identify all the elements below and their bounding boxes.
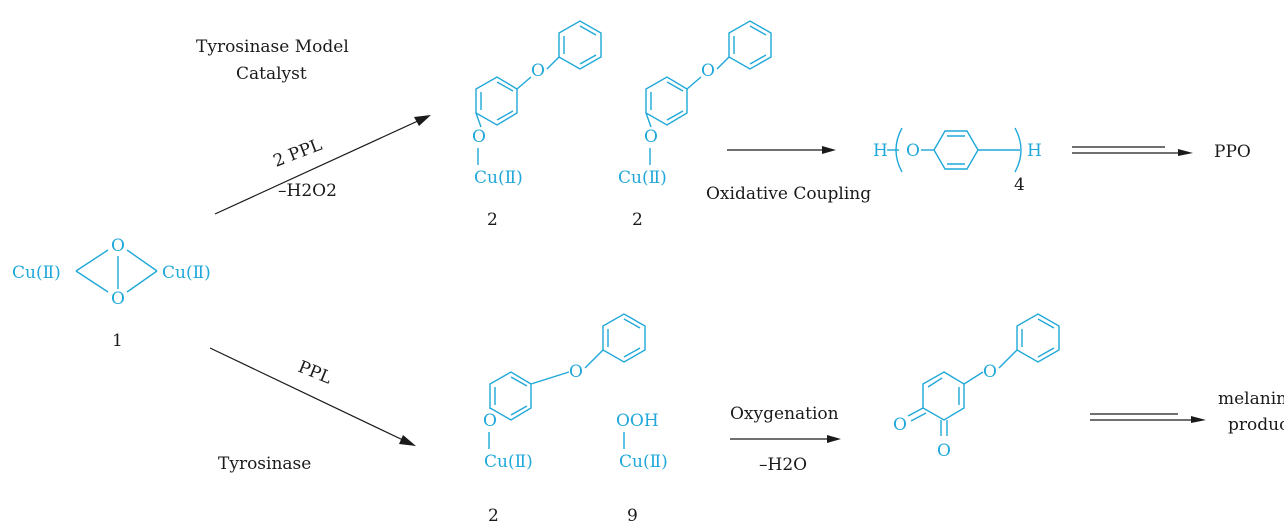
bond (910, 412, 927, 422)
compound-number-2-top-right: 2 (632, 210, 643, 230)
arrow-bottom-head (399, 435, 416, 446)
cu-label: Cu(Ⅱ) (619, 452, 668, 472)
ooh-label: OOH (616, 411, 659, 431)
oxygen-label-top: O (111, 236, 125, 256)
hydrogen-label-left: H (873, 141, 888, 161)
bond (666, 110, 684, 121)
oxygen-label-carbonyl-left: O (893, 415, 907, 435)
bond (579, 54, 597, 65)
arrow-ppo-head (1178, 149, 1193, 156)
melanin-label-line1: melanin-like (1218, 389, 1284, 409)
bond (927, 377, 943, 388)
bond (530, 371, 570, 385)
cu-label: Cu(Ⅱ) (618, 168, 667, 188)
polymer-structure: H O H (873, 127, 1042, 173)
oxidative-coupling-label: Oxidative Coupling (706, 184, 871, 204)
oxygen-label: O (701, 61, 715, 81)
arrow-coupling-head (822, 146, 836, 154)
bond (126, 270, 158, 293)
compound-1-structure: Cu(Ⅱ) Cu(Ⅱ) O O (12, 236, 211, 309)
quinone-ring (922, 371, 965, 421)
bond (749, 25, 767, 36)
arrow-top-head (414, 115, 431, 126)
bond (75, 270, 109, 293)
bond (907, 407, 924, 417)
loss-water-label: –H2O (759, 455, 807, 475)
bond (496, 110, 514, 121)
quinone-structure: O O O (893, 313, 1060, 461)
arrow-top-line (214, 119, 421, 215)
bond (475, 112, 482, 128)
bond (686, 76, 702, 90)
compound-2-top-right-structure: O O Cu(Ⅱ) (618, 20, 772, 188)
bond (666, 81, 684, 92)
compound-2-bottom-structure: O O Cu(Ⅱ) (483, 313, 646, 472)
ppo-label: PPO (1214, 142, 1251, 162)
phenyl-ring (1016, 313, 1060, 363)
bond (126, 249, 158, 272)
compound-9-structure: OOH Cu(Ⅱ) (616, 411, 668, 472)
bond (510, 376, 528, 387)
arrow-top-loss: –H2O2 (278, 181, 337, 201)
arrow-top-reagent: 2 PPL (271, 135, 325, 172)
arrow-melanin-head (1191, 416, 1206, 423)
bond (623, 347, 641, 358)
enzyme-label: Tyrosinase (218, 454, 311, 474)
cu-label: Cu(Ⅱ) (474, 168, 523, 188)
bond (584, 349, 604, 369)
bond (510, 405, 528, 416)
polymer-subscript: 4 (1014, 175, 1025, 195)
phenyl-ring (558, 20, 602, 70)
oxygen-label-bottom: O (111, 289, 125, 309)
bracket-left (895, 127, 903, 173)
phenylene-ring (475, 76, 518, 126)
bracket-right (1014, 127, 1022, 173)
arrow-oxygenation-head (827, 435, 841, 443)
bond (963, 371, 984, 385)
compound-number-2-top-left: 2 (487, 210, 498, 230)
arrow-bottom-reagent: PPL (295, 357, 334, 388)
oxygenation-label: Oxygenation (730, 404, 839, 424)
bond (516, 76, 532, 90)
oxygen-label: O (483, 411, 497, 431)
phenyl-ring (728, 20, 772, 70)
catalyst-label-line2: Catalyst (236, 64, 307, 84)
bond (716, 56, 730, 70)
oxygen-label: O (472, 127, 486, 147)
compound-number-2-bottom: 2 (488, 506, 499, 526)
bond (546, 56, 560, 70)
cu-label-right: Cu(Ⅱ) (162, 263, 211, 283)
bond (75, 249, 109, 272)
melanin-label-line2: products (1228, 415, 1284, 435)
bond (645, 112, 652, 128)
oxygen-label: O (906, 141, 920, 161)
bond (749, 54, 767, 65)
cu-label: Cu(Ⅱ) (484, 452, 533, 472)
oxygen-label-carbonyl-bottom: O (937, 441, 951, 461)
compound-number-1: 1 (112, 331, 123, 351)
bond (496, 81, 514, 92)
phenylene-ring (645, 76, 688, 126)
oxygen-label: O (531, 61, 545, 81)
oxygen-label-ether: O (983, 362, 997, 382)
hydrogen-label-right: H (1027, 141, 1042, 161)
bond (623, 318, 641, 329)
oxygen-label: O (569, 362, 583, 382)
phenyl-ring (602, 313, 646, 363)
catalyst-label-line1: Tyrosinase Model (196, 37, 349, 57)
arrow-bottom-line (209, 347, 406, 442)
bond (1037, 318, 1055, 329)
compound-number-9: 9 (627, 506, 638, 526)
compound-2-top-left-structure: O O Cu(Ⅱ) (472, 20, 602, 188)
bond (1037, 347, 1055, 358)
bond (998, 349, 1018, 369)
cu-label-left: Cu(Ⅱ) (12, 263, 61, 283)
bond (579, 25, 597, 36)
oxygen-label: O (644, 127, 658, 147)
